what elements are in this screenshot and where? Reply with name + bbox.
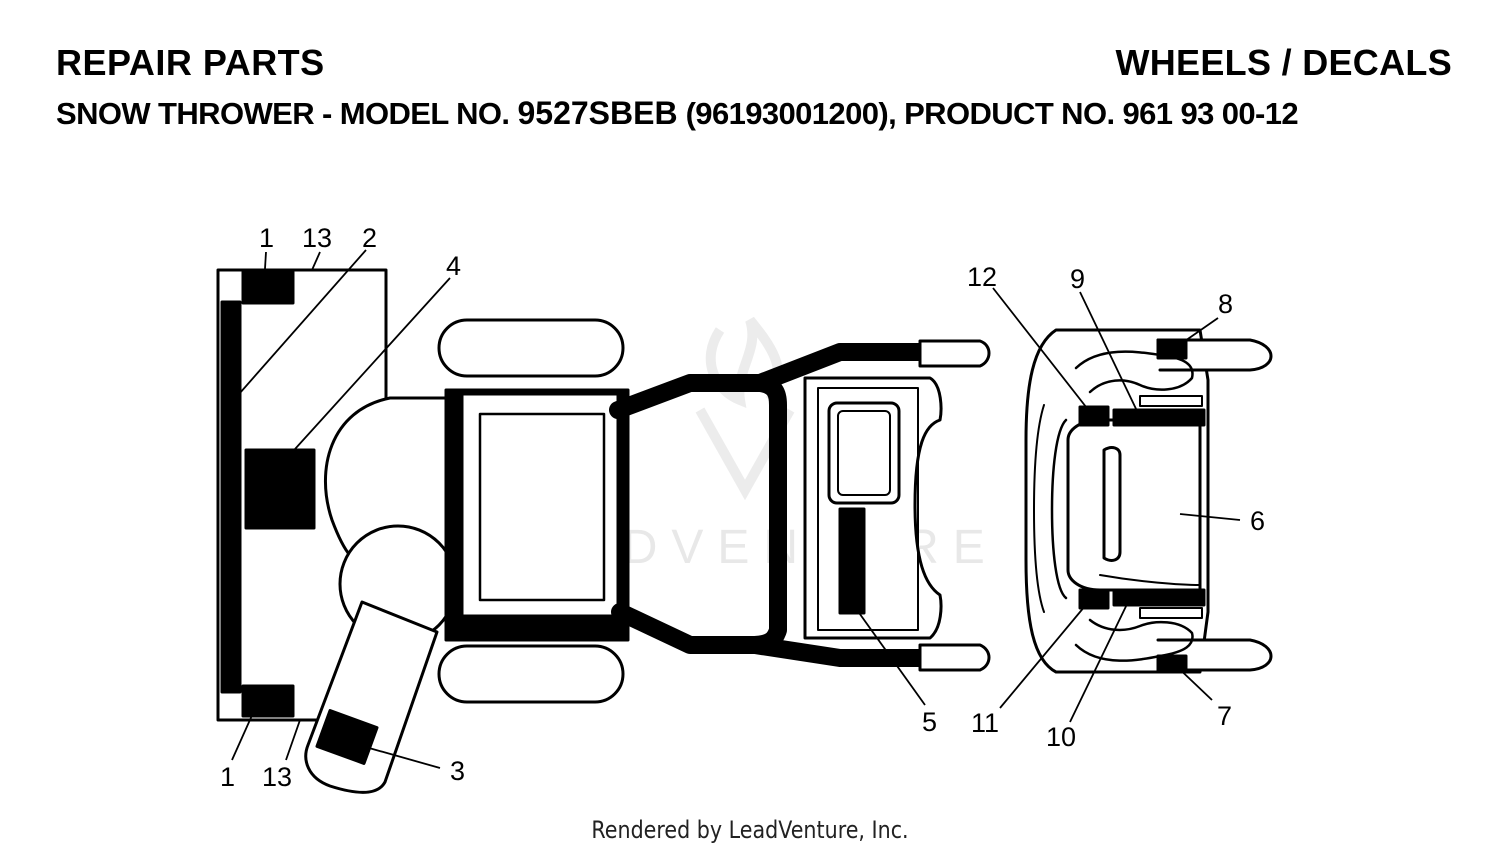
decal-2 bbox=[220, 300, 242, 694]
handle-lower bbox=[746, 636, 934, 667]
subtitle-prefix: SNOW THROWER - MODEL NO. bbox=[56, 96, 518, 131]
center-shroud bbox=[1066, 418, 1202, 592]
decal-1-bottom bbox=[241, 684, 295, 718]
model-subtitle: SNOW THROWER - MODEL NO. 9527SBEB (96193… bbox=[56, 95, 1299, 132]
callout-12: 12 bbox=[967, 262, 997, 292]
leader-3 bbox=[361, 745, 441, 769]
callout-2: 2 bbox=[362, 223, 377, 253]
callout-9: 9 bbox=[1070, 264, 1085, 294]
decal-1-top bbox=[241, 270, 295, 305]
leader-8 bbox=[1171, 317, 1219, 351]
leader-lines bbox=[231, 249, 1241, 769]
leader-7 bbox=[1171, 661, 1213, 701]
callout-7: 7 bbox=[1217, 701, 1232, 731]
leader-13-bottom bbox=[285, 719, 301, 761]
leader-11 bbox=[999, 599, 1091, 709]
decal-7 bbox=[1156, 654, 1188, 674]
decal-9-plate bbox=[1139, 395, 1203, 407]
subtitle-suffix: (96193001200), PRODUCT NO. 961 93 00-12 bbox=[677, 96, 1299, 131]
callout-10: 10 bbox=[1046, 722, 1076, 752]
leader-1-top bbox=[263, 251, 267, 286]
leader-4 bbox=[275, 277, 451, 471]
section-title: WHEELS / DECALS bbox=[1115, 42, 1452, 83]
footer-credit: Rendered by LeadVenture, Inc. bbox=[591, 816, 909, 844]
leader-5 bbox=[851, 602, 926, 706]
callout-3: 3 bbox=[450, 756, 465, 786]
leader-2 bbox=[231, 249, 367, 403]
leader-10 bbox=[1069, 597, 1131, 723]
model-number: 9527SBEB bbox=[517, 95, 678, 131]
handle-upper bbox=[751, 343, 934, 392]
callout-5: 5 bbox=[922, 707, 937, 737]
dash-contour-outer bbox=[1033, 404, 1045, 613]
decal-10-plate bbox=[1139, 607, 1203, 619]
decal-9 bbox=[1112, 408, 1206, 427]
leader-13-top bbox=[311, 251, 321, 271]
callout-13-bottom: 13 bbox=[262, 762, 292, 792]
page-title: REPAIR PARTS bbox=[56, 42, 325, 83]
decal-3 bbox=[315, 709, 379, 765]
callout-11: 11 bbox=[971, 708, 999, 738]
decal-10 bbox=[1112, 588, 1206, 607]
handle-frame bbox=[609, 374, 787, 654]
wheel-left bbox=[437, 318, 625, 378]
shroud-lip bbox=[1099, 574, 1201, 586]
decal-4 bbox=[244, 448, 316, 530]
decal-11 bbox=[1078, 588, 1110, 610]
handle-grip-top bbox=[918, 339, 991, 368]
dash-contour-bottom bbox=[1074, 618, 1194, 662]
decal-5 bbox=[838, 507, 866, 615]
callout-8: 8 bbox=[1218, 289, 1233, 319]
wheel-right bbox=[437, 644, 625, 704]
leader-1-bottom bbox=[231, 701, 259, 761]
engine-panel bbox=[478, 412, 606, 602]
leader-9 bbox=[1079, 291, 1139, 414]
callout-4: 4 bbox=[446, 251, 461, 281]
decal-12 bbox=[1078, 405, 1110, 427]
panel-window-inner bbox=[837, 410, 891, 496]
control-panel-inner bbox=[817, 387, 919, 631]
callout-13-top: 13 bbox=[302, 223, 332, 253]
dash-contour-top bbox=[1074, 350, 1194, 394]
callout-1-bottom: 1 bbox=[220, 762, 235, 792]
center-handle-slot bbox=[1102, 446, 1122, 562]
handle-grip-bottom bbox=[918, 643, 991, 672]
callout-6: 6 bbox=[1250, 506, 1265, 536]
leader-12 bbox=[992, 287, 1091, 413]
dash-contour-left bbox=[1050, 418, 1068, 600]
leader-6 bbox=[1179, 513, 1241, 521]
callout-1-top: 1 bbox=[259, 223, 274, 253]
